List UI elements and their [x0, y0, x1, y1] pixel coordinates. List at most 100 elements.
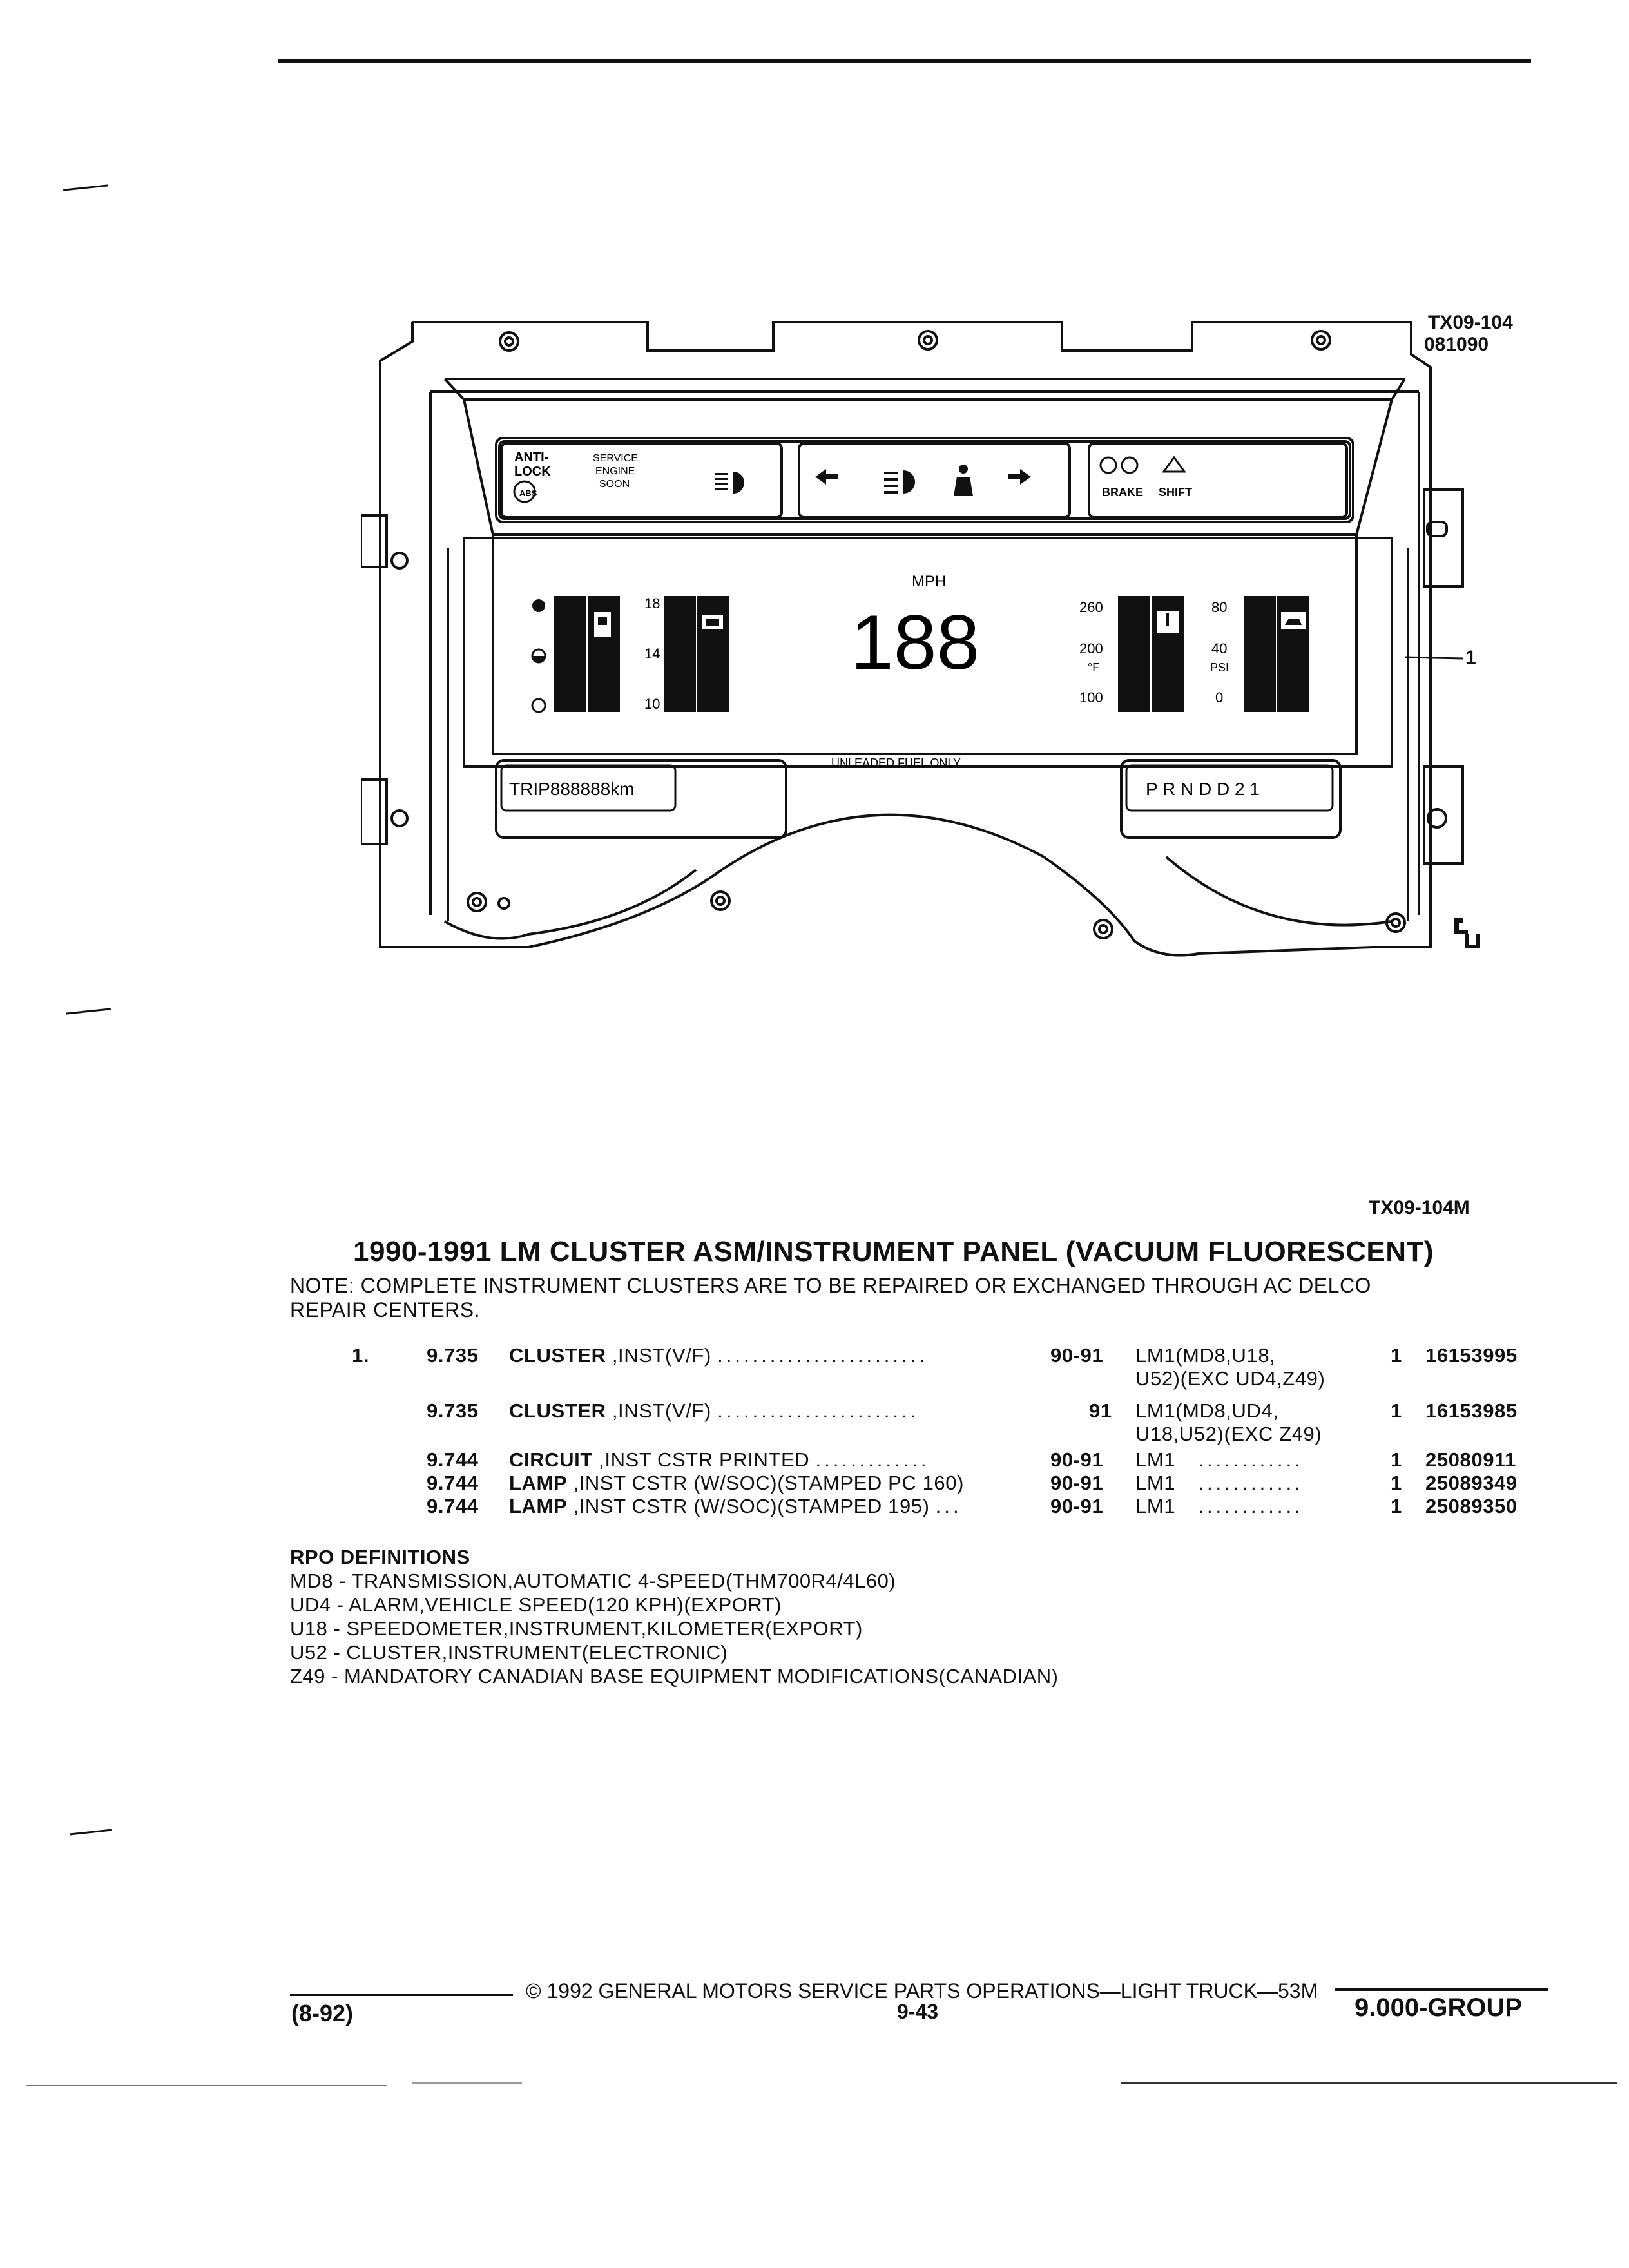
quantity: 1	[1391, 1472, 1402, 1494]
scan-edge	[412, 2082, 522, 2084]
quantity: 1	[1391, 1399, 1402, 1422]
rpo-code-cont: U52)(EXC UD4,Z49)	[1135, 1367, 1325, 1390]
figure-ref: TX09-104M	[1369, 1197, 1470, 1218]
gm-logo-icon	[1451, 915, 1485, 951]
oil-pressure-gauge: 80 40 PSI 0	[1210, 596, 1309, 712]
item-number: 1.	[352, 1344, 370, 1367]
upshift-icon	[1162, 456, 1186, 473]
diagram-date: 081090	[1424, 334, 1489, 355]
rpo-definitions: RPO DEFINITIONS MD8 - TRANSMISSION,AUTOM…	[290, 1545, 1058, 1688]
svg-text:MPH: MPH	[912, 573, 946, 590]
years: 90-91	[1050, 1495, 1104, 1517]
svg-text:100: 100	[1079, 689, 1103, 706]
list-item: Z49 - MANDATORY CANADIAN BASE EQUIPMENT …	[290, 1665, 1059, 1687]
rpo-code: LM1(MD8,UD4,	[1135, 1399, 1279, 1422]
rpo-code: LM1 ............	[1135, 1495, 1304, 1517]
fuel-note: UNLEADED FUEL ONLY	[831, 756, 961, 769]
part-number: 25080911	[1425, 1448, 1517, 1471]
part-number: 25089350	[1425, 1495, 1518, 1517]
quantity: 1	[1391, 1448, 1402, 1471]
part-number: 16153985	[1425, 1399, 1518, 1422]
copyright-line: © 1992 GENERAL MOTORS SERVICE PARTS OPER…	[526, 1979, 1318, 2003]
note-line-2: REPAIR CENTERS.	[290, 1298, 480, 1321]
table-row: CLUSTER ,INST(V/F) .....................…	[509, 1399, 920, 1422]
rpo-code: LM1 ............	[1135, 1472, 1304, 1494]
trip-odometer-text: TRIP888888km	[509, 779, 635, 799]
list-item: U18 - SPEEDOMETER,INSTRUMENT,KILOMETER(E…	[290, 1617, 863, 1640]
table-row: LAMP ,INST CSTR (W/SOC)(STAMPED 195) ...	[509, 1495, 962, 1517]
right-turn-arrow-icon	[1008, 469, 1031, 485]
svg-text:260: 260	[1079, 599, 1103, 615]
prnd-text: P R N D D 2 1	[1146, 779, 1260, 799]
group-number: 9.744	[427, 1448, 479, 1471]
svg-text:SHIFT: SHIFT	[1159, 486, 1192, 499]
rpo-code-cont: U18,U52)(EXC Z49)	[1135, 1423, 1322, 1445]
svg-text:14: 14	[644, 646, 660, 662]
parts-table: 1. 9.735 CLUSTER ,INST(V/F) ............…	[0, 1344, 1629, 1537]
headlamp-icon	[715, 472, 744, 494]
group-label: 9.000-GROUP	[1354, 1994, 1523, 2022]
anti-lock-lamp: ANTI- LOCK ABS	[513, 450, 551, 503]
svg-text:200: 200	[1079, 640, 1103, 657]
group-number: 9.744	[427, 1495, 479, 1517]
list-item: UD4 - ALARM,VEHICLE SPEED(120 KPH)(EXPOR…	[290, 1593, 782, 1616]
svg-text:PSI: PSI	[1210, 661, 1229, 674]
years: 90-91	[1050, 1448, 1104, 1471]
table-row: CIRCUIT ,INST CSTR PRINTED .............	[509, 1448, 930, 1471]
footer-rule-left	[290, 1994, 513, 1996]
top-rule	[278, 59, 1531, 63]
svg-text:°F: °F	[1088, 661, 1099, 674]
svg-text:40: 40	[1211, 640, 1227, 657]
svg-text:SOON: SOON	[599, 479, 630, 490]
rpo-heading: RPO DEFINITIONS	[290, 1546, 470, 1568]
quantity: 1	[1391, 1344, 1402, 1367]
group-number: 9.744	[427, 1472, 479, 1494]
scan-mark	[66, 1008, 111, 1015]
scan-mark	[70, 1829, 112, 1836]
svg-text:SERVICE: SERVICE	[593, 453, 638, 464]
diagram-ref: TX09-104	[1428, 312, 1513, 333]
table-row: CLUSTER ,INST(V/F) .....................…	[509, 1344, 928, 1367]
svg-text:18: 18	[644, 595, 660, 611]
svg-text:0: 0	[1215, 689, 1223, 706]
speedometer: MPH 188	[851, 573, 979, 686]
part-number: 25089349	[1425, 1472, 1518, 1494]
group-number: 9.735	[427, 1399, 479, 1422]
table-row: LAMP ,INST CSTR (W/SOC)(STAMPED PC 160)	[509, 1472, 965, 1494]
rpo-code: LM1(MD8,U18,	[1135, 1344, 1276, 1367]
rpo-code: LM1 ............	[1135, 1448, 1304, 1471]
coolant-temp-gauge: 260 200 °F 100	[1079, 596, 1184, 712]
years: 90-91	[1050, 1472, 1104, 1494]
scan-edge	[26, 2085, 387, 2086]
scan-edge	[1121, 2082, 1617, 2084]
svg-text:10: 10	[644, 696, 660, 712]
voltage-gauge: 18 14 10	[644, 595, 729, 712]
years: 90-91	[1050, 1344, 1104, 1367]
svg-text:80: 80	[1211, 599, 1227, 615]
scan-mark	[63, 184, 108, 191]
high-beam-icon	[884, 470, 915, 494]
list-item: MD8 - TRANSMISSION,AUTOMATIC 4-SPEED(THM…	[290, 1570, 896, 1592]
list-item: U52 - CLUSTER,INSTRUMENT(ELECTRONIC)	[290, 1641, 728, 1664]
brake-lamp: BRAKE	[1099, 456, 1143, 499]
svg-text:ABS: ABS	[519, 488, 537, 498]
left-turn-arrow-icon	[815, 469, 838, 485]
years: 91	[1089, 1399, 1112, 1422]
part-number: 16153995	[1425, 1344, 1518, 1367]
service-engine-soon-lamp: SERVICE ENGINE SOON	[593, 453, 638, 490]
date-code: (8-92)	[291, 2000, 354, 2026]
instrument-cluster-diagram: ANTI- LOCK ABS SERVICE ENGINE SOON BRAKE…	[360, 303, 1495, 973]
shift-lamp: SHIFT	[1159, 456, 1192, 499]
note-line-1: NOTE: COMPLETE INSTRUMENT CLUSTERS ARE T…	[290, 1274, 1371, 1297]
anti-lock-label: ANTI-	[514, 450, 548, 465]
seatbelt-icon	[954, 465, 973, 496]
svg-text:LOCK: LOCK	[514, 465, 551, 479]
footer-rule-right	[1335, 1988, 1548, 1991]
svg-text:ENGINE: ENGINE	[595, 466, 635, 477]
abs-icon	[513, 480, 536, 503]
quantity: 1	[1391, 1495, 1402, 1517]
prnd-display	[1125, 764, 1334, 812]
group-number: 9.735	[427, 1344, 479, 1367]
callout-number: 1	[1465, 647, 1476, 668]
svg-text:188: 188	[851, 599, 979, 686]
